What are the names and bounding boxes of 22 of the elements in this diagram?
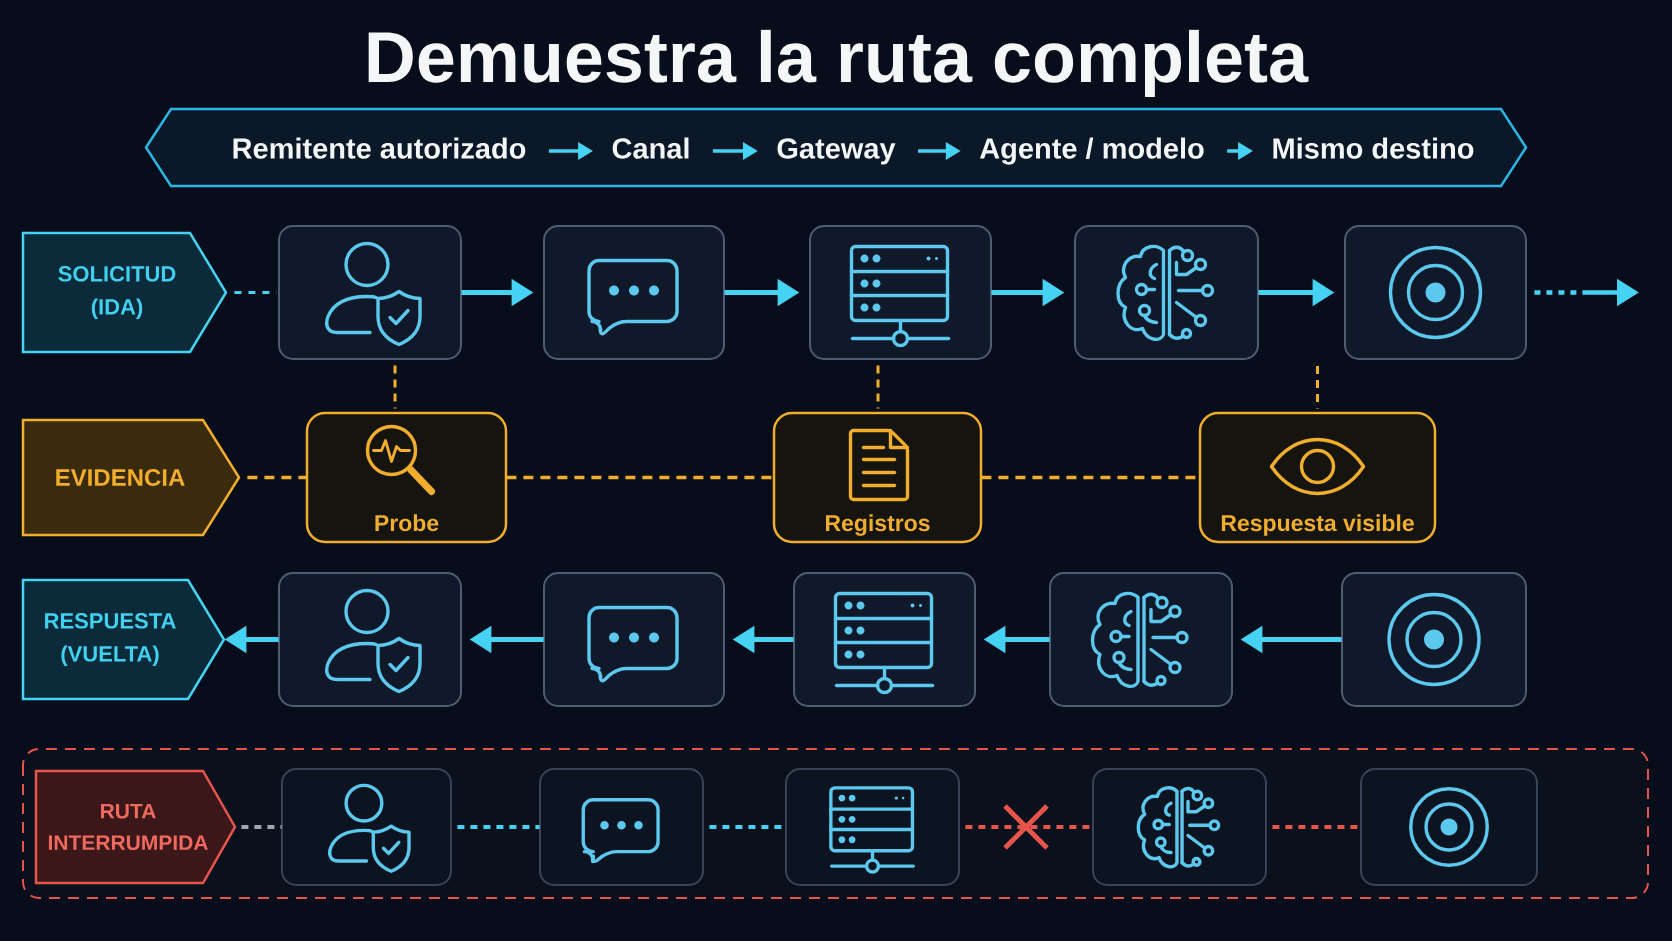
- dotted-line: [234, 291, 277, 294]
- evidence-box: Registros: [772, 411, 983, 544]
- route-step: Agente / modelo: [979, 137, 1204, 165]
- evidence-box: Probe: [305, 411, 508, 544]
- title: Demuestra la ruta completa: [368, 29, 1309, 97]
- dotted-line: [876, 365, 880, 409]
- dotted-line: [247, 475, 307, 480]
- dotted-line: [241, 825, 282, 829]
- dotted-line: [457, 825, 540, 829]
- route-step: Remitente autorizado: [233, 137, 526, 159]
- dotted-line: [1316, 366, 1319, 409]
- dotted-line: [393, 365, 397, 409]
- row-label: RESPUESTA (VUELTA): [21, 578, 226, 701]
- dotted-line: [506, 475, 774, 480]
- route-step: Gateway: [777, 138, 896, 165]
- row-label: SOLICITUD (IDA): [21, 231, 228, 354]
- banner: [144, 107, 1528, 188]
- evidence-box: Respuesta visible: [1198, 411, 1437, 544]
- route-step: Canal: [612, 137, 689, 159]
- row-label: EVIDENCIA: [21, 418, 241, 537]
- row-label: RUTA INTERRUMPIDA: [34, 769, 237, 885]
- route-step: Mismo destino: [1273, 137, 1474, 159]
